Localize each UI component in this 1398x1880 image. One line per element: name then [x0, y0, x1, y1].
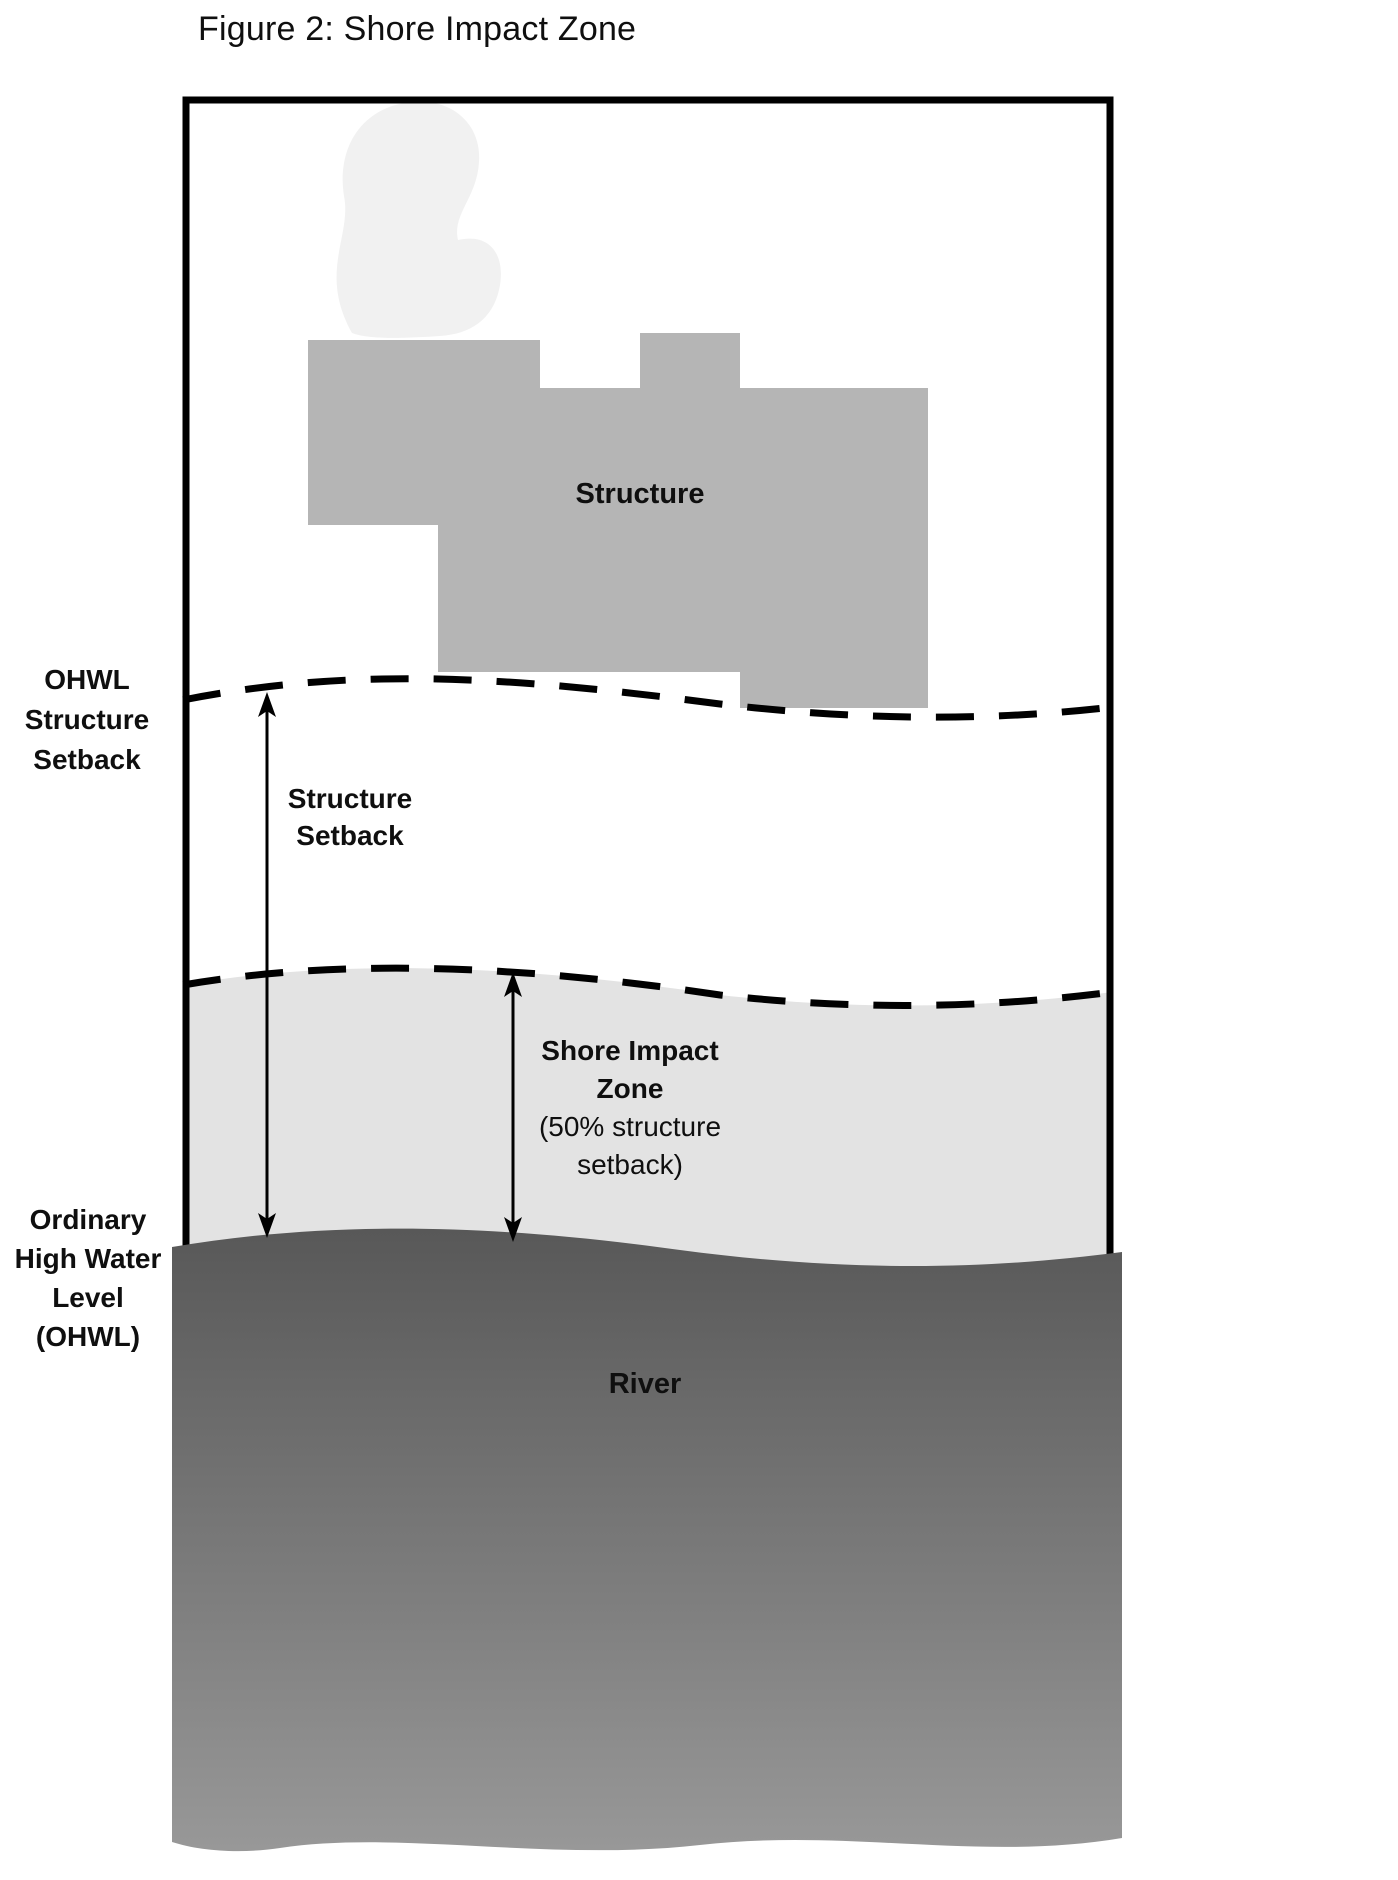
structure-setback-line-1: Structure	[287, 783, 413, 814]
ohwl-line-1: Ordinary	[29, 1204, 147, 1235]
shore-impact-zone-line-1: Shore Impact	[541, 1035, 719, 1066]
diagram-border	[182, 96, 1114, 1264]
ohwl-structure-setback-line-3: Setback	[33, 744, 141, 775]
shore-impact-zone-sub-line-1: (50% structure	[538, 1111, 722, 1142]
shore-zone-dashed-line	[182, 964, 1114, 1009]
ohwl-structure-setback-line-1: OHWL	[44, 664, 130, 695]
shore-impact-zone-line-2: Zone	[596, 1073, 664, 1104]
river-shape	[172, 1228, 1122, 1852]
smoke-shape	[336, 101, 501, 338]
river-label: River	[608, 1368, 682, 1400]
shore-impact-arrowhead-bottom	[504, 1217, 522, 1242]
structure-setback-arrowhead-bottom	[258, 1213, 276, 1238]
structure-setback-arrowhead-top	[258, 692, 276, 717]
ohwl-setback-dashed-line	[182, 675, 1114, 721]
shore-impact-zone-shape	[183, 968, 1113, 1268]
ohwl-label: Ordinary High Water Level (OHWL)	[0, 1200, 176, 1356]
structure-setback-line-2: Setback	[296, 820, 404, 851]
structure-setback-arrow	[258, 692, 276, 1238]
structure-label: Structure	[575, 478, 705, 510]
figure-title: Figure 2: Shore Impact Zone	[198, 10, 637, 48]
ohwl-line-2: High Water	[14, 1243, 162, 1274]
ohwl-line-4: (OHWL)	[35, 1321, 141, 1352]
structure-shape	[308, 333, 928, 708]
ohwl-structure-setback-label: OHWL Structure Setback	[0, 660, 174, 780]
ohwl-line-3: Level	[52, 1282, 124, 1313]
shore-impact-arrow	[504, 972, 522, 1242]
shore-impact-arrowhead-top	[504, 972, 522, 997]
ohwl-structure-setback-line-2: Structure	[24, 704, 150, 735]
shore-impact-zone-sub-line-2: setback)	[577, 1149, 683, 1180]
structure-setback-label: Structure Setback	[252, 780, 448, 854]
shore-impact-zone-label: Shore Impact Zone (50% structure setback…	[470, 1032, 790, 1184]
